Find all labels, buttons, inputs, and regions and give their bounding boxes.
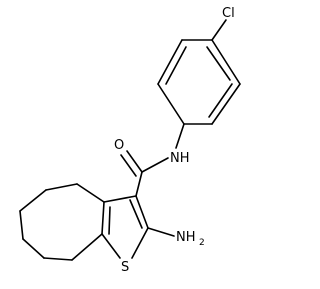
ring-bond: [101, 233, 121, 259]
ring-bond: [45, 183, 78, 191]
ring-bond: [131, 227, 149, 259]
chlorine-label: Cl: [222, 6, 235, 21]
carbonyl-thiophene-bond: [135, 171, 143, 197]
sulfur-label: S: [121, 260, 129, 275]
cycloheptane-ring: [19, 183, 105, 261]
chemical-structure-diagram: Cl O NH S NH 2: [19, 6, 241, 275]
ring-double-bond: [108, 206, 111, 235]
ring-bond: [135, 195, 149, 229]
amino-group-label: NH: [176, 230, 196, 245]
amide-nitrogen-label: NH: [170, 151, 190, 166]
ring-bond: [19, 210, 24, 240]
ring-double-bond: [129, 199, 143, 229]
ring-double-bond: [208, 83, 233, 118]
ring-bond: [101, 201, 105, 235]
ring-bond: [211, 83, 241, 125]
aryl-nitrogen-bond: [175, 123, 185, 149]
ring-bond: [157, 39, 183, 85]
ring-bond: [157, 83, 185, 125]
ring-bond: [211, 39, 241, 85]
ring-bond: [43, 257, 73, 261]
oxygen-label: O: [114, 138, 124, 153]
carbon-amino-bond: [147, 227, 175, 237]
ring-bond: [76, 183, 105, 203]
ring-bond: [19, 189, 47, 212]
ring-bond: [103, 195, 137, 203]
chlorophenyl-ring: [157, 39, 241, 125]
ring-double-bond: [206, 46, 231, 81]
ring-bond: [22, 238, 45, 259]
ring-bond: [71, 233, 103, 261]
ring-double-bond: [165, 46, 187, 85]
thiophene-ring: [101, 195, 149, 259]
carbonyl-double-bond: [126, 150, 143, 173]
nitrogen-carbonyl-bond: [141, 157, 169, 173]
amino-subscript-label: 2: [199, 238, 205, 248]
carbon-chlorine-bond: [211, 19, 227, 41]
carbonyl-double-bond: [120, 154, 137, 177]
